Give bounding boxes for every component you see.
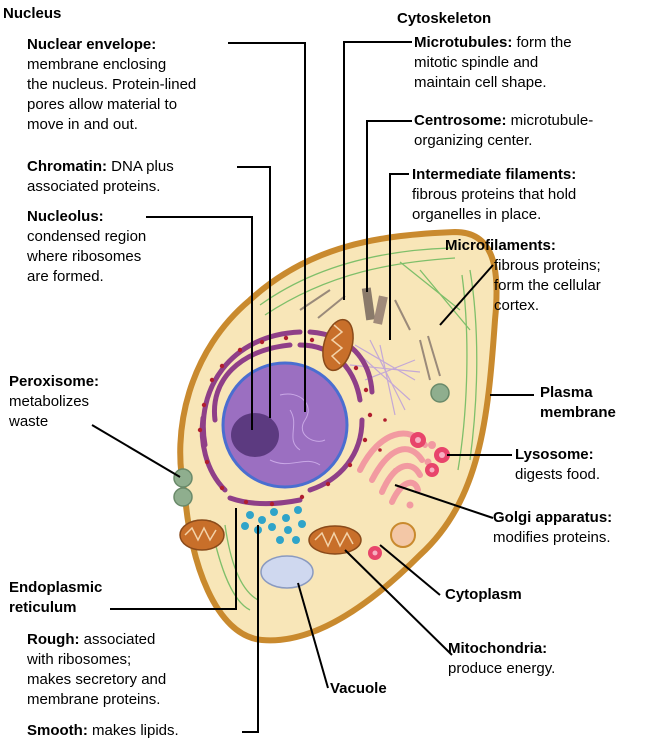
centrosome-label: Centrosome: microtubule- [414,112,593,130]
microtubules-term: Microtubules: [414,34,512,51]
centrosome-desc-1: microtubule- [507,112,594,129]
nucleolus-desc-1: condensed region [27,228,146,246]
peroxisome-desc-1: metabolizes [9,393,89,411]
nucleolus-term: Nucleolus: [27,208,104,226]
chromatin-term: Chromatin: [27,158,107,175]
nuclear-envelope-desc-2: the nucleus. Protein-lined [27,76,196,94]
golgi-desc: modifies proteins. [493,529,611,547]
centrosome-term: Centrosome: [414,112,507,129]
rough-desc-3: makes secretory and [27,671,166,689]
intermediate-desc-1: fibrous proteins that hold [412,186,576,204]
er-term-2: reticulum [9,599,77,617]
golgi-term: Golgi apparatus: [493,509,612,527]
lysosome-desc: digests food. [515,466,600,484]
intermediate-term: Intermediate filaments: [412,166,576,184]
centrosome-desc-2: organizing center. [414,132,532,150]
microfilaments-desc-3: cortex. [494,297,539,315]
chromatin-desc-1: DNA plus [107,158,174,175]
mitochondria-term: Mitochondria: [448,640,547,658]
plasma-membrane-label-1: Plasma [540,384,593,402]
mitochondria-desc: produce energy. [448,660,555,678]
nucleolus-desc-3: are formed. [27,268,104,286]
nuclear-envelope-desc-3: pores allow material to [27,96,177,114]
smooth-label: Smooth: makes lipids. [27,722,179,740]
intermediate-desc-2: organelles in place. [412,206,541,224]
rough-desc-2: with ribosomes; [27,651,131,669]
cytoplasm-vesicle [391,523,415,547]
microfilaments-term: Microfilaments: [445,237,556,255]
rough-desc-4: membrane proteins. [27,691,160,709]
microfilaments-desc-2: form the cellular [494,277,601,295]
chromatin-desc-2: associated proteins. [27,178,160,196]
nuclear-envelope-term: Nuclear envelope: [27,36,156,54]
lysosome-term: Lysosome: [515,446,594,464]
plasma-membrane-label-2: membrane [540,404,616,422]
microtubules-desc-1: form the [512,34,571,51]
nucleus-heading: Nucleus [3,5,61,23]
cytoplasm-label: Cytoplasm [445,586,522,604]
vacuole-label: Vacuole [330,680,387,698]
smooth-desc: makes lipids. [88,722,179,739]
nucleolus-desc-2: where ribosomes [27,248,141,266]
nucleolus [231,413,279,457]
microtubules-label: Microtubules: form the [414,34,572,52]
rough-label: Rough: associated [27,631,155,649]
rough-desc-1: associated [79,631,155,648]
cytoskeleton-heading: Cytoskeleton [397,10,491,28]
rough-term: Rough: [27,631,79,648]
smooth-term: Smooth: [27,722,88,739]
microtubules-desc-3: maintain cell shape. [414,74,547,92]
microtubules-desc-2: mitotic spindle and [414,54,538,72]
nuclear-envelope-desc-4: move in and out. [27,116,138,134]
microfilaments-desc-1: fibrous proteins; [494,257,601,275]
chromatin-label: Chromatin: DNA plus [27,158,174,176]
er-term-1: Endoplasmic [9,579,102,597]
peroxisome-term: Peroxisome: [9,373,99,391]
nuclear-envelope-desc-1: membrane enclosing [27,56,166,74]
vacuole [261,556,313,588]
peroxisome-desc-2: waste [9,413,48,431]
